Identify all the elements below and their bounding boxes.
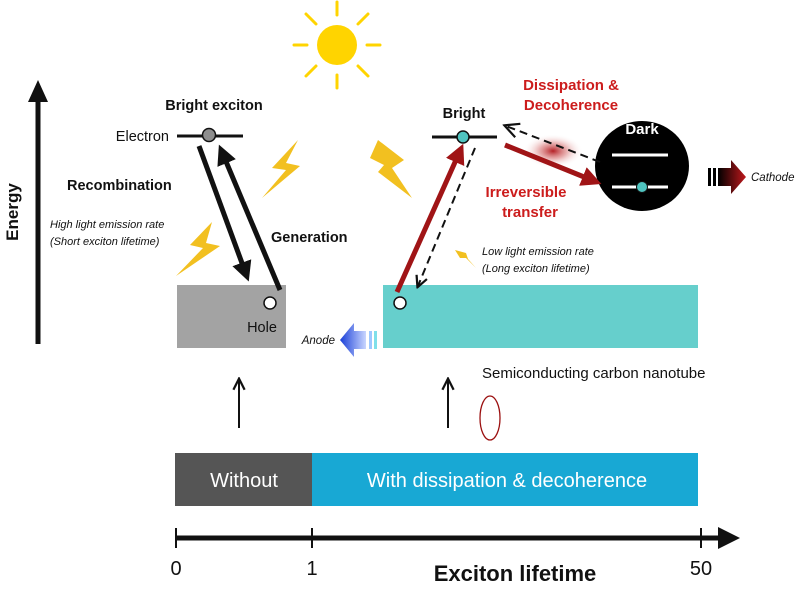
dark-to-bright-dashed-arrow <box>506 126 601 163</box>
recombination-arrow <box>196 145 252 282</box>
carbon-nanotube-icon <box>479 394 698 441</box>
anode-arrow-icon <box>340 323 377 357</box>
hole-label: Hole <box>247 320 277 336</box>
anode-label: Anode <box>301 335 335 347</box>
hole-marker <box>263 296 277 310</box>
tick-label-0: 0 <box>170 558 181 580</box>
energy-label: Energy <box>3 183 22 241</box>
lightning-icon <box>370 140 412 198</box>
low-rate-line2: (Long exciton lifetime) <box>482 263 590 275</box>
sun-icon <box>292 0 382 90</box>
energy-axis: Energy <box>3 80 48 344</box>
lightning-icons <box>176 140 476 276</box>
with-segment <box>312 453 698 506</box>
bright-exciton-label: Bright exciton <box>165 98 262 114</box>
recombination-label: Recombination <box>67 178 172 194</box>
generation-arrow-red <box>394 143 465 294</box>
generation-label: Generation <box>271 230 348 246</box>
gray-band-box <box>177 285 286 348</box>
cyan-band-box <box>383 285 698 348</box>
dissipation-line1: Dissipation & <box>523 77 619 94</box>
with-label: With dissipation & decoherence <box>367 470 647 492</box>
dark-label: Dark <box>625 121 659 138</box>
electron-marker <box>201 127 217 143</box>
emission-dashed-arrow <box>418 147 476 286</box>
lightning-icon <box>262 140 300 198</box>
cathode-arrow-icon <box>708 160 746 194</box>
generation-arrow <box>217 144 283 291</box>
irreversible-line1: Irreversible <box>486 184 567 201</box>
cathode-label: Cathode <box>751 172 794 184</box>
dark-exciton-marker <box>636 181 648 193</box>
exciton-lifetime-axis: 0 1 50 Exciton lifetime <box>170 527 740 586</box>
hole-marker-right <box>393 296 407 310</box>
nanotube-label: Semiconducting carbon nanotube <box>482 365 706 382</box>
dissipation-line2: Decoherence <box>524 97 618 114</box>
high-rate-line2: (Short exciton lifetime) <box>50 236 160 248</box>
tick-label-50: 50 <box>690 558 712 580</box>
tick-label-1: 1 <box>306 558 317 580</box>
bright-label: Bright <box>443 106 486 122</box>
without-segment <box>175 453 312 506</box>
electron-label: Electron <box>116 129 169 145</box>
bright-exciton-marker <box>456 130 470 144</box>
without-label: Without <box>210 470 278 492</box>
irreversible-line2: transfer <box>502 204 558 221</box>
high-rate-line1: High light emission rate <box>50 219 164 231</box>
lightning-icon <box>455 250 476 268</box>
lightning-icon <box>176 222 220 276</box>
irreversible-transfer-arrow <box>504 142 602 186</box>
axis-title: Exciton lifetime <box>434 561 597 586</box>
low-rate-line1: Low light emission rate <box>482 246 594 258</box>
